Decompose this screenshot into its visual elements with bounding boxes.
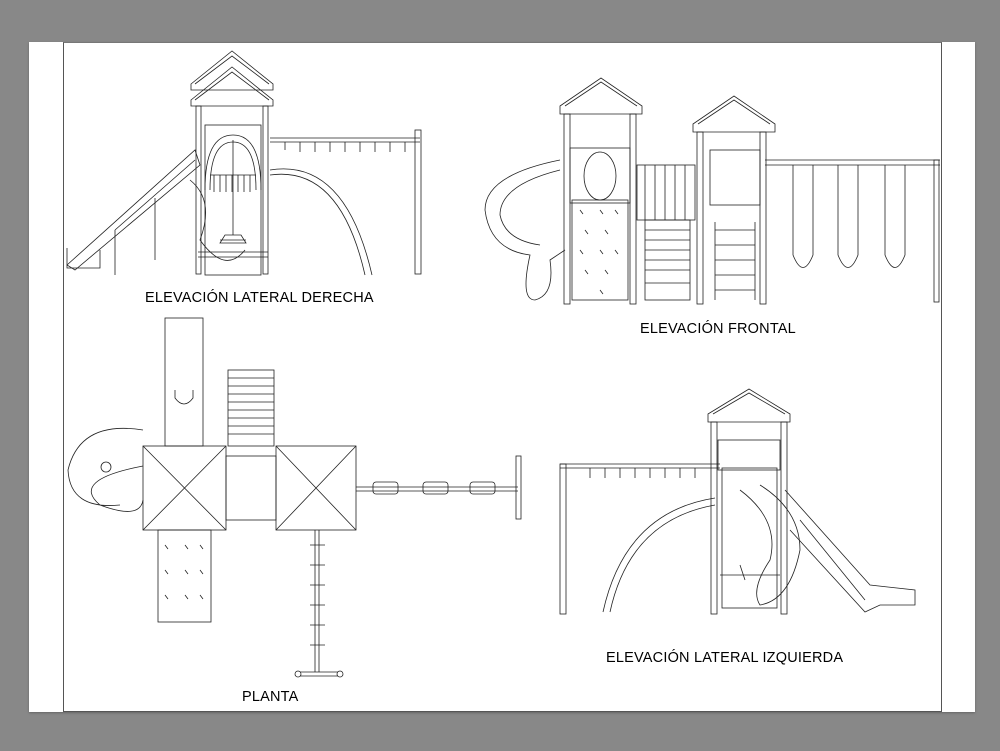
drawing-sheet xyxy=(29,42,975,712)
drawing-frame xyxy=(63,42,942,712)
view-label-left-elevation: ELEVACIÓN LATERAL IZQUIERDA xyxy=(606,650,844,666)
front-elevation-drawing xyxy=(484,77,940,305)
view-label-right-elevation: ELEVACIÓN LATERAL DERECHA xyxy=(145,290,374,306)
view-label-plan: PLANTA xyxy=(242,689,299,705)
view-label-front-elevation: ELEVACIÓN FRONTAL xyxy=(640,321,796,337)
left-side-elevation-drawing xyxy=(559,388,916,615)
plan-view-drawing xyxy=(67,317,522,678)
right-side-elevation-drawing xyxy=(66,50,422,276)
